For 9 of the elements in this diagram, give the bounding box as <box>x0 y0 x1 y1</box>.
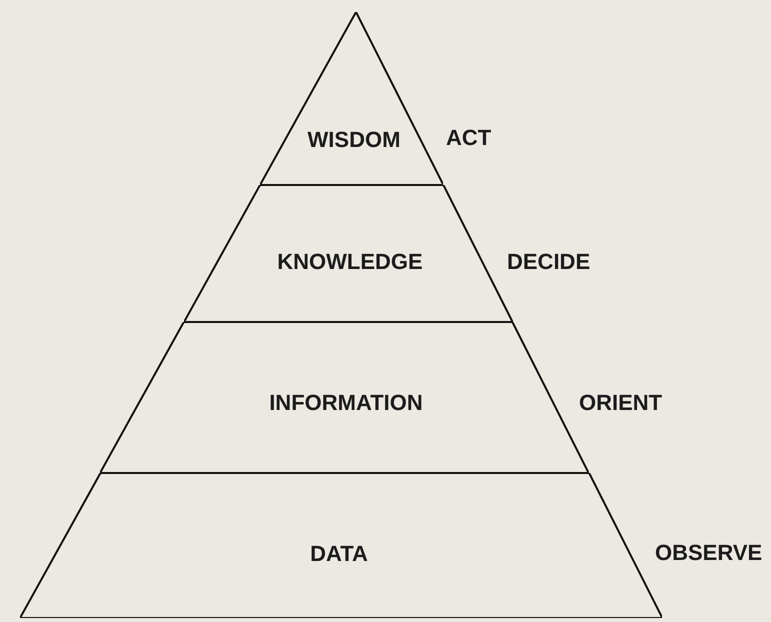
level-label: WISDOM <box>308 127 400 153</box>
level-label: DATA <box>310 541 368 567</box>
level-label: KNOWLEDGE <box>277 249 423 275</box>
stage-label: DECIDE <box>507 249 590 275</box>
stage-label: ACT <box>446 125 492 151</box>
stage-label: OBSERVE <box>655 540 762 566</box>
pyramid-band <box>260 12 444 185</box>
level-label: INFORMATION <box>269 390 423 416</box>
stage-label: ORIENT <box>579 390 662 416</box>
